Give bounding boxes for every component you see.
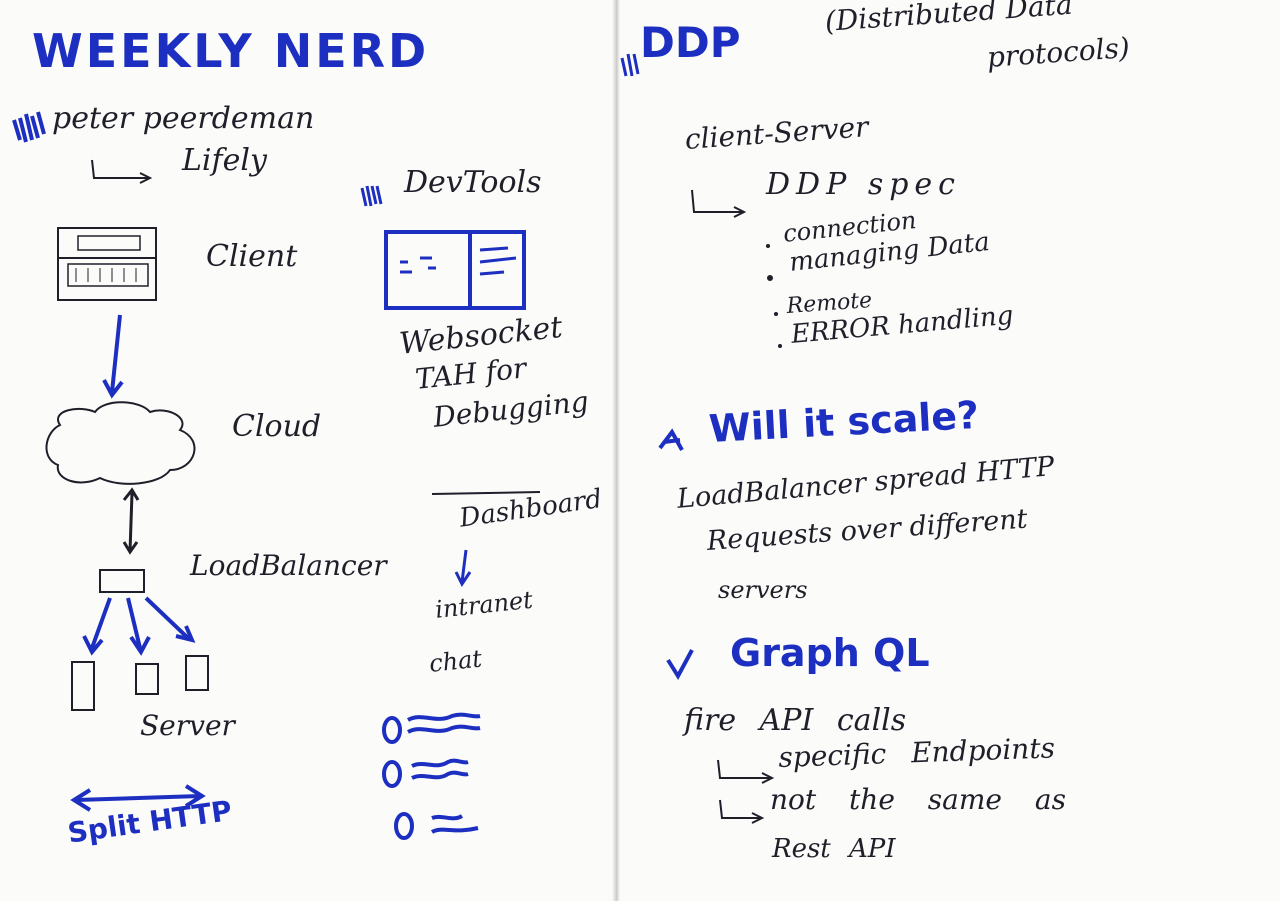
client-browser-icon xyxy=(57,227,157,301)
lb-note-line-3: servers xyxy=(718,576,808,604)
bullet-scribble-scale xyxy=(658,428,684,451)
arrow-cloud-to-lb-icon xyxy=(122,487,140,555)
bullet-scribble-speaker xyxy=(12,111,46,143)
left-page-sketches xyxy=(12,111,541,840)
bullet-scribble-graphql xyxy=(666,649,694,680)
ddp-spec-arrow-icon xyxy=(691,189,747,218)
client-label: Client xyxy=(206,239,298,274)
ddp-title: DDP xyxy=(640,18,741,67)
notebook-right-page xyxy=(616,0,1280,901)
bullet-scribble-ddp xyxy=(620,53,640,77)
cloud-icon xyxy=(45,401,196,485)
ddp-spec-label: DDP spec xyxy=(766,167,961,202)
devtools-heading: DevTools xyxy=(404,165,542,200)
devtools-divider xyxy=(431,491,541,495)
graphql-arrow-icon-1 xyxy=(717,759,775,784)
graphql-note-rest-api: Rest API xyxy=(772,834,896,864)
notebook-left-page xyxy=(0,0,616,901)
split-http-double-arrow-icon xyxy=(70,784,206,812)
lifely-arrow-icon xyxy=(91,159,153,184)
graphql-note-not-same-as: not the same as xyxy=(770,783,1066,816)
dashboard-arrow-icon xyxy=(454,549,472,587)
arrow-client-to-cloud-icon xyxy=(102,314,124,399)
graphql-note-fire-api-calls: fire API calls xyxy=(684,703,907,738)
notebook-spine xyxy=(612,0,620,901)
spec-bullets-icon xyxy=(766,244,782,348)
server-boxes-icon xyxy=(71,655,209,711)
page-title: WEEKLY NERD xyxy=(32,24,430,78)
arrow-lb-to-server-1-icon xyxy=(82,597,112,656)
bullet-scribble-devtools xyxy=(360,185,383,207)
arrow-lb-to-server-2-icon xyxy=(126,597,151,656)
graphql-arrow-icon-2 xyxy=(719,799,765,824)
graphql-heading: Graph QL xyxy=(730,631,930,675)
speaker-company: Lifely xyxy=(182,143,267,178)
devtools-list-icons xyxy=(382,712,481,840)
cloud-label: Cloud xyxy=(232,409,322,444)
devtools-screen-icon xyxy=(384,230,526,310)
load-balancer-box-icon xyxy=(99,569,145,593)
load-balancer-label: LoadBalancer xyxy=(190,549,387,582)
speaker-name: peter peerdeman xyxy=(52,101,315,136)
arrow-lb-to-server-3-icon xyxy=(144,596,196,643)
servers-label: Server xyxy=(140,709,235,742)
